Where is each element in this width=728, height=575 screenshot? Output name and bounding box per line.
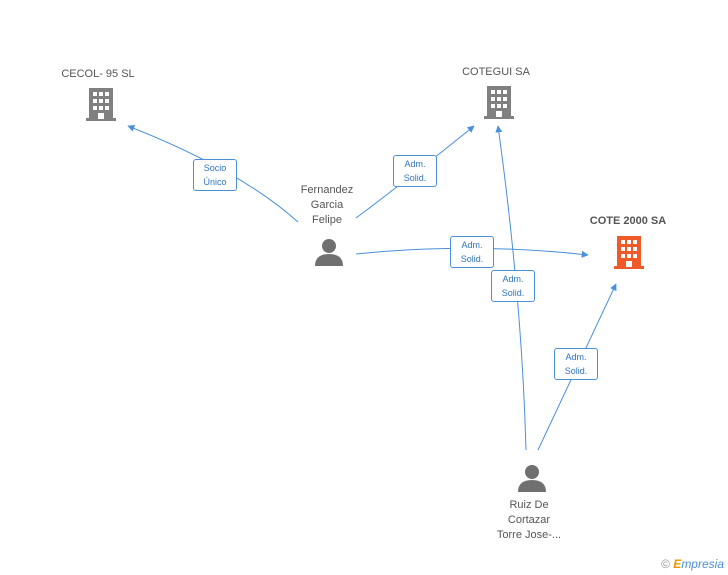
brand-watermark: © Empresia xyxy=(661,557,724,571)
edge-label-line: Adm. xyxy=(404,159,426,169)
edge-label-socio-unico: Socio Único xyxy=(193,159,237,191)
person-icon[interactable] xyxy=(315,239,343,266)
edge-label-line: Solid. xyxy=(501,288,525,298)
company-label-cote2000[interactable]: COTE 2000 SA xyxy=(589,215,667,227)
person-label-line: Felipe xyxy=(312,214,342,226)
person-label-line: Torre Jose-... xyxy=(496,529,562,541)
building-icon[interactable] xyxy=(86,88,116,121)
company-label-cotegui[interactable]: COTEGUI SA xyxy=(462,66,530,78)
person-label-line: Cortazar xyxy=(507,514,551,526)
person-label-ruiz[interactable]: Ruiz De Cortazar Torre Jose-... xyxy=(479,498,579,543)
person-label-fernandez[interactable]: Fernandez Garcia Felipe xyxy=(277,183,377,228)
edge-label-adm-solid: Adm. Solid. xyxy=(491,270,535,302)
building-icon[interactable] xyxy=(484,86,514,119)
brand-logo-letter: E xyxy=(673,557,682,571)
edge-label-line: Único xyxy=(203,177,227,187)
edge-label-line: Adm. xyxy=(502,274,524,284)
copyright-symbol: © xyxy=(661,557,670,571)
edge-label-line: Solid. xyxy=(403,173,427,183)
brand-logo-text: mpresia xyxy=(681,557,724,571)
edge-label-adm-solid: Adm. Solid. xyxy=(554,348,598,380)
building-icon-highlighted[interactable] xyxy=(614,236,644,269)
person-icon[interactable] xyxy=(518,465,546,492)
edge-label-line: Adm. xyxy=(461,240,483,250)
company-label-cecol[interactable]: CECOL- 95 SL xyxy=(61,68,135,80)
person-label-line: Garcia xyxy=(310,199,344,211)
edge-label-line: Solid. xyxy=(460,254,484,264)
person-label-line: Fernandez xyxy=(300,184,354,196)
edge-label-line: Socio xyxy=(203,163,227,173)
edge-label-line: Adm. xyxy=(565,352,587,362)
edge-label-line: Solid. xyxy=(564,366,588,376)
edge-label-adm-solid: Adm. Solid. xyxy=(393,155,437,187)
person-label-line: Ruiz De xyxy=(509,499,549,511)
edge-label-adm-solid: Adm. Solid. xyxy=(450,236,494,268)
